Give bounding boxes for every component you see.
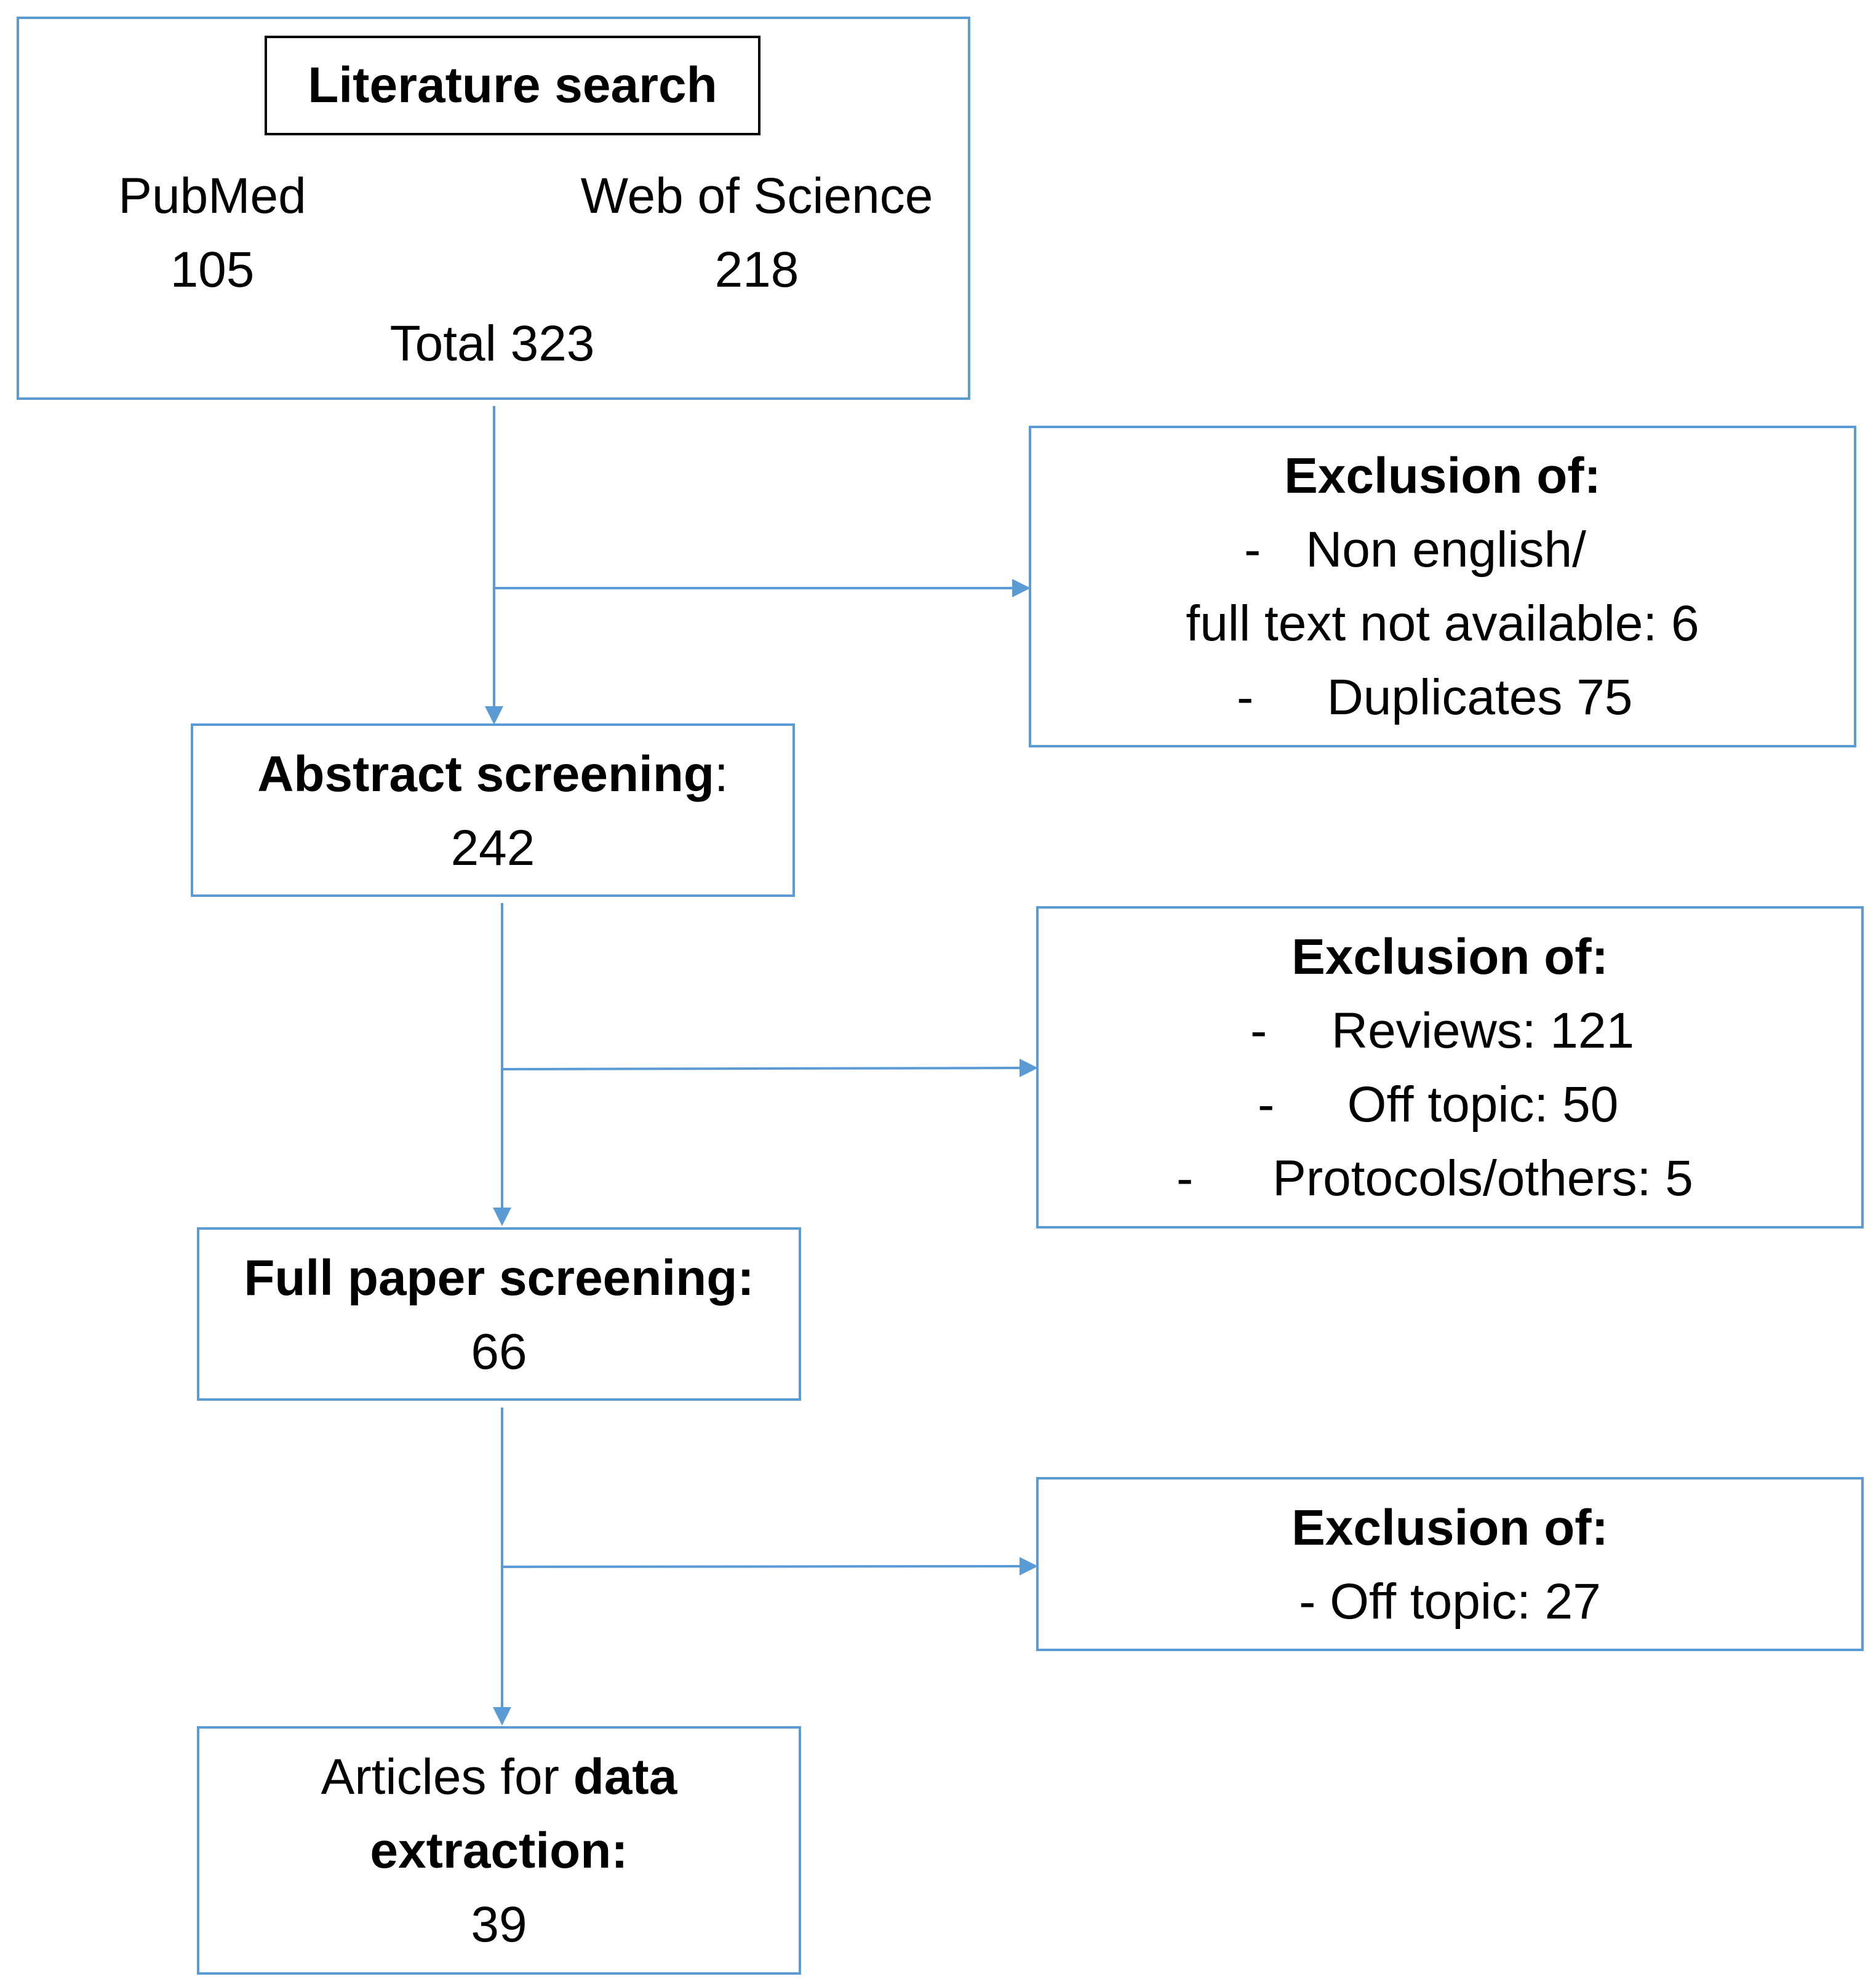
data-extraction-line-1-plain: Articles for: [321, 1749, 573, 1805]
exclusion-1-item-1-dash: -: [1244, 522, 1261, 578]
exclusion-box-1: [1029, 426, 1856, 747]
exclusion-1-item-1-line-2: full text not available: 6: [1186, 595, 1699, 651]
literature-search-title: Literature search: [308, 57, 717, 113]
arrowhead-to-exclusion3: [1020, 1557, 1038, 1575]
connector-branch-exclusion2: [501, 1067, 1022, 1070]
pubmed-label: PubMed: [118, 168, 306, 224]
exclusion-1-item-2-dash: -: [1237, 669, 1254, 725]
pubmed-count: 105: [170, 242, 255, 298]
literature-search-title-box: [265, 36, 760, 135]
exclusion-1-title: Exclusion of:: [1284, 448, 1601, 504]
exclusion-2-title: Exclusion of:: [1291, 929, 1608, 985]
abstract-screening-label-line: Abstract screening:: [191, 749, 795, 800]
exclusion-2-item-2: Off topic: 50: [1347, 1077, 1619, 1133]
arrowhead-to-extraction: [493, 1707, 511, 1726]
exclusion-3-item: - Off topic: 27: [1299, 1574, 1601, 1630]
exclusion-3-title: Exclusion of:: [1291, 1500, 1608, 1556]
exclusion-1-item-1-line-1: Non english/: [1306, 522, 1586, 578]
data-extraction-line-1-bold: data: [573, 1749, 677, 1805]
exclusion-2-item-2-dash: -: [1258, 1077, 1275, 1133]
arrowhead-to-abstract: [485, 706, 503, 725]
wos-count: 218: [714, 242, 799, 298]
data-extraction-line-2: extraction:: [370, 1823, 628, 1879]
abstract-screening-box: [191, 723, 795, 897]
exclusion-2-item-1-dash: -: [1250, 1003, 1267, 1059]
exclusion-box-2: [1036, 906, 1864, 1228]
search-total: Total 323: [389, 316, 595, 372]
full-paper-screening-count: 66: [471, 1324, 527, 1380]
abstract-screening-colon: :: [714, 746, 728, 802]
data-extraction-count: 39: [471, 1897, 527, 1953]
exclusion-box-3: [1036, 1477, 1864, 1651]
arrowhead-to-exclusion1: [1012, 579, 1031, 597]
full-paper-screening-label: Full paper screening:: [244, 1250, 754, 1306]
abstract-screening-count: 242: [450, 820, 535, 876]
exclusion-2-item-3: Protocols/others: 5: [1272, 1150, 1693, 1206]
connector-branch-exclusion3: [501, 1565, 1022, 1568]
abstract-screening-label: Abstract screening: [257, 746, 714, 802]
exclusion-1-item-2: Duplicates 75: [1327, 669, 1633, 725]
full-paper-screening-box: [197, 1227, 801, 1401]
exclusion-2-item-3-dash: -: [1176, 1150, 1194, 1206]
wos-label: Web of Science: [580, 168, 933, 224]
arrowhead-to-exclusion2: [1020, 1059, 1038, 1077]
arrowhead-to-fullpaper: [493, 1208, 511, 1226]
data-extraction-box: [197, 1726, 801, 1975]
data-extraction-line-1: Articles for data: [197, 1752, 801, 1802]
exclusion-2-item-1: Reviews: 121: [1331, 1003, 1635, 1059]
